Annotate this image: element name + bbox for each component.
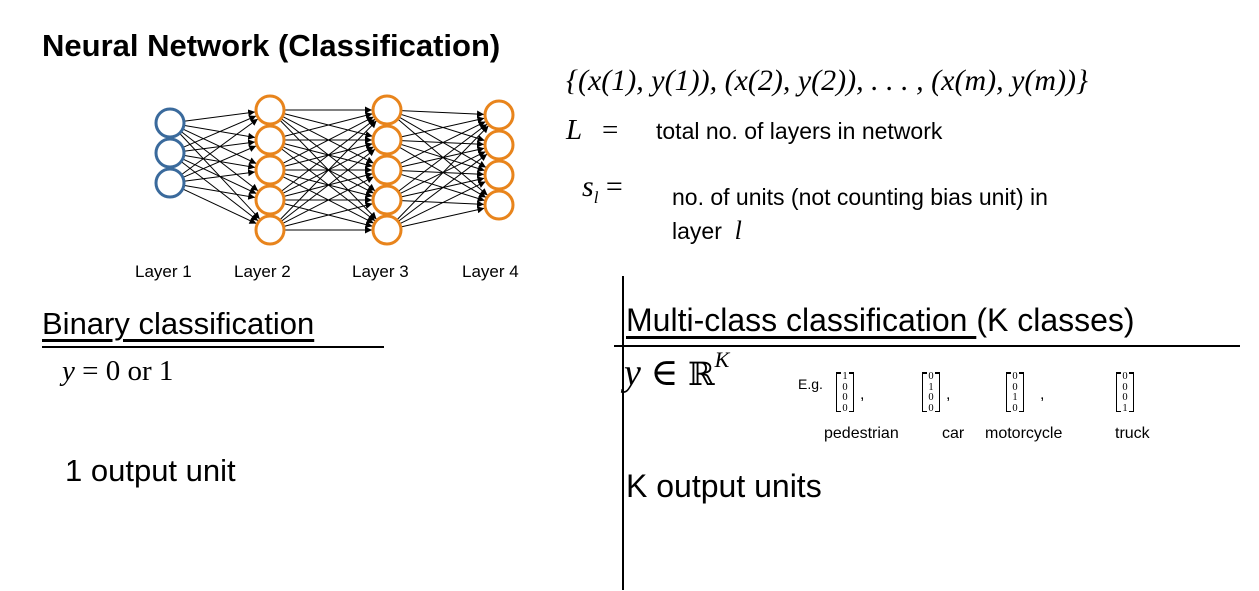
network-edge bbox=[397, 153, 488, 222]
L-definition: total no. of layers in network bbox=[656, 118, 943, 144]
network-edge bbox=[282, 116, 374, 165]
network-edge bbox=[182, 115, 257, 148]
network-node-layer4-unit2 bbox=[483, 129, 515, 161]
binary-output: 1 output unit bbox=[65, 453, 236, 488]
network-node-layer2-unit2 bbox=[254, 124, 286, 156]
L-equals: = bbox=[602, 114, 619, 146]
network-edge bbox=[396, 125, 489, 221]
multiclass-output: K output units bbox=[626, 468, 822, 504]
page-title: Neural Network (Classification) bbox=[42, 28, 501, 63]
comma-3: , bbox=[1040, 386, 1045, 403]
binary-rule bbox=[42, 346, 384, 348]
network-edge bbox=[182, 188, 257, 225]
network-edge bbox=[183, 184, 256, 200]
network-edge bbox=[399, 121, 486, 165]
neural-network-diagram bbox=[154, 94, 515, 246]
network-edge bbox=[279, 120, 377, 221]
multiclass-formula: y ∈ ℝK bbox=[624, 347, 730, 394]
network-node-layer3-unit2 bbox=[371, 124, 403, 156]
network-edge bbox=[183, 109, 256, 122]
network-node-layer3-unit5 bbox=[371, 214, 403, 246]
class-label-motorcycle: motorcycle bbox=[985, 425, 1063, 442]
network-node-layer2-unit5 bbox=[254, 214, 286, 246]
network-node-layer3-unit4 bbox=[371, 184, 403, 216]
network-edge bbox=[397, 123, 488, 192]
network-node-layer2-unit4 bbox=[254, 184, 286, 216]
layer-2-label: Layer 2 bbox=[234, 262, 291, 281]
network-edge bbox=[400, 116, 485, 138]
binary-heading: Binary classification bbox=[42, 306, 315, 341]
network-node-layer2-unit3 bbox=[254, 154, 286, 186]
network-node-layer3-unit1 bbox=[371, 94, 403, 126]
network-node-layer4-unit1 bbox=[483, 99, 515, 131]
network-edge bbox=[282, 176, 374, 225]
class-label-pedestrian: pedestrian bbox=[824, 425, 899, 442]
network-node-layer3-unit3 bbox=[371, 154, 403, 186]
network-node-layer2-unit1 bbox=[254, 94, 286, 126]
layer-3-label: Layer 3 bbox=[352, 262, 409, 281]
network-edge bbox=[400, 206, 485, 228]
sl-symbol: sl = bbox=[582, 170, 623, 207]
comma-2: , bbox=[946, 386, 951, 403]
vertical-divider bbox=[622, 276, 624, 590]
training-set-formula: {(x(1), y(1)), (x(2), y(2)), . . . , (x(… bbox=[566, 64, 1089, 97]
network-edge bbox=[181, 118, 259, 176]
eg-label: E.g. bbox=[798, 376, 823, 392]
comma-1: , bbox=[860, 386, 865, 403]
network-nodes bbox=[154, 94, 515, 246]
network-edge bbox=[280, 118, 376, 192]
sl-definition-line2: layer l bbox=[672, 216, 742, 245]
network-node-layer4-unit3 bbox=[483, 159, 515, 191]
class-label-car: car bbox=[942, 425, 965, 442]
network-edges bbox=[179, 106, 489, 234]
multiclass-rule bbox=[614, 345, 1240, 347]
network-node-layer4-unit4 bbox=[483, 189, 515, 221]
network-edge bbox=[280, 148, 376, 222]
L-symbol: L bbox=[566, 114, 583, 146]
layer-4-label: Layer 4 bbox=[462, 262, 519, 281]
layer-1-label: Layer 1 bbox=[135, 262, 192, 281]
network-edge bbox=[400, 110, 485, 118]
network-edge bbox=[283, 112, 373, 138]
network-edge bbox=[399, 181, 486, 225]
multiclass-heading: Multi-class classification (K classes) bbox=[626, 302, 1135, 338]
network-node-layer1-unit1 bbox=[154, 107, 186, 139]
network-edge bbox=[182, 145, 257, 178]
binary-formula: y = 0 or 1 bbox=[62, 355, 174, 387]
sl-definition-line1: no. of units (not counting bias unit) in bbox=[672, 184, 1048, 210]
network-edge bbox=[183, 169, 256, 182]
class-label-truck: truck bbox=[1115, 425, 1150, 442]
network-node-layer1-unit2 bbox=[154, 137, 186, 169]
network-node-layer1-unit3 bbox=[154, 167, 186, 199]
network-edge bbox=[283, 202, 373, 228]
